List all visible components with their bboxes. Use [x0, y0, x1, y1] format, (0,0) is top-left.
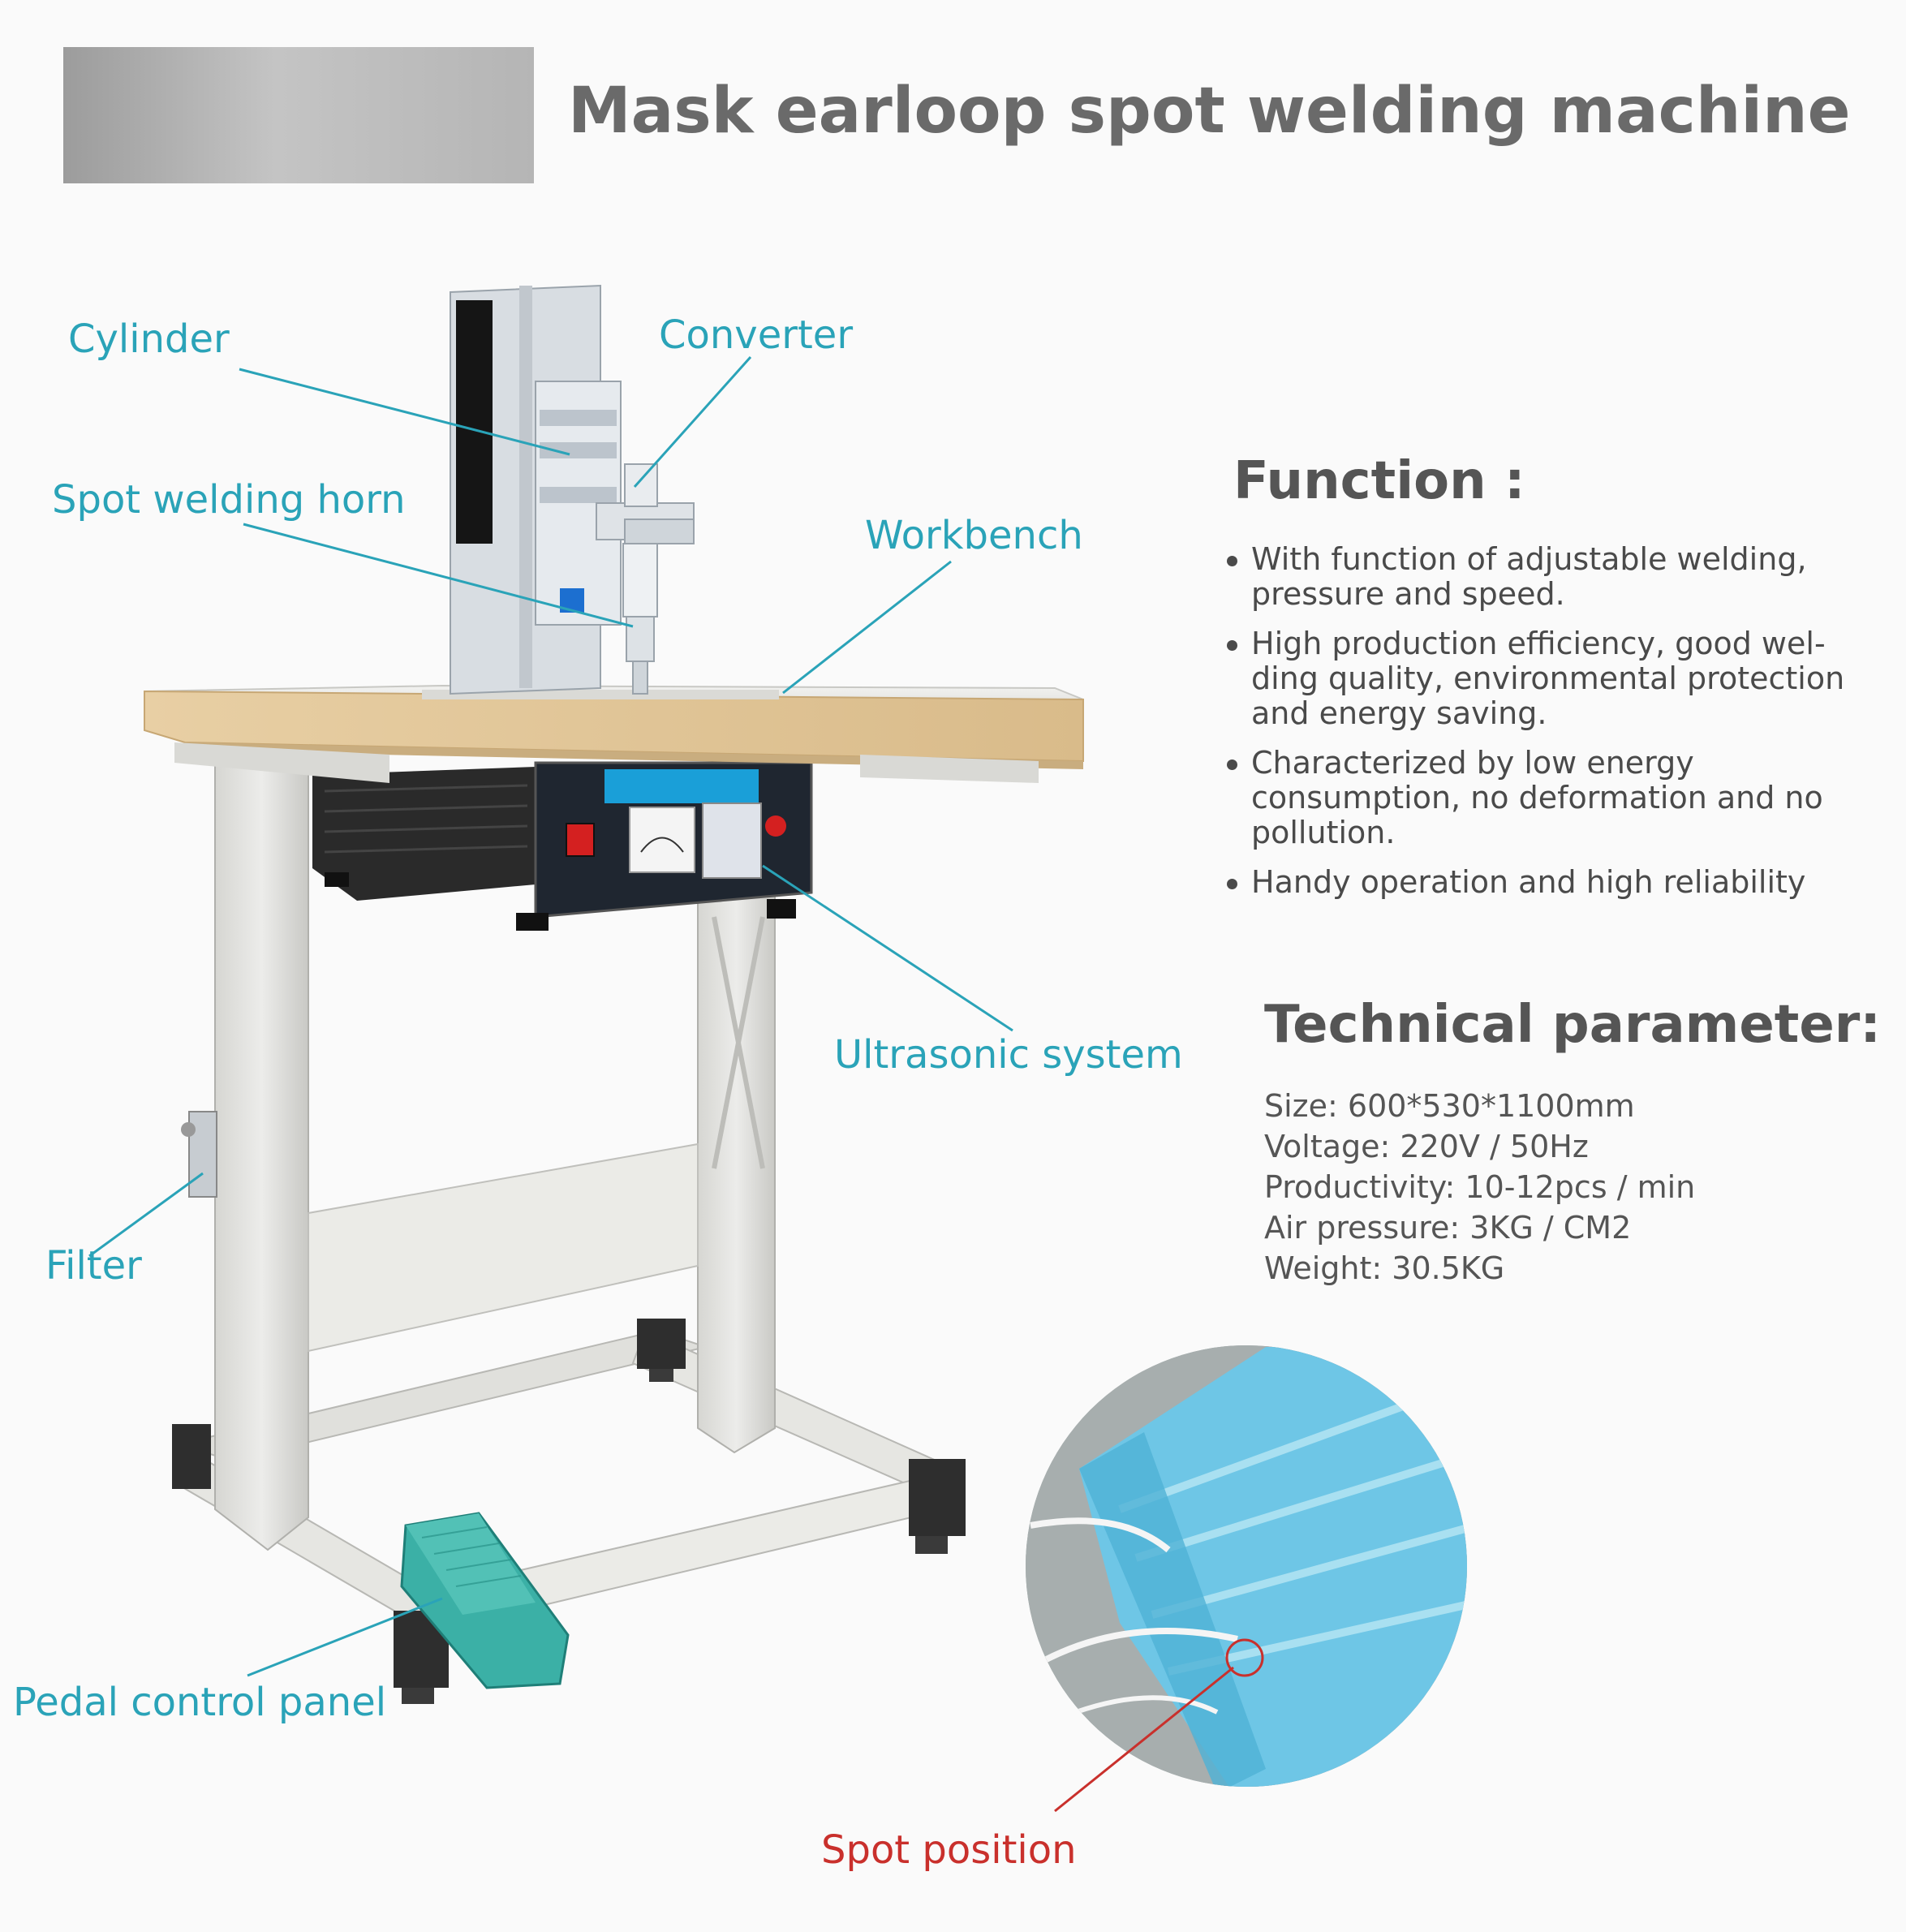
callout-workbench: Workbench: [865, 513, 1083, 558]
technical-params: Size: 600*530*1100mm Voltage: 220V / 50H…: [1264, 1086, 1695, 1289]
param-productivity: Productivity: 10-12pcs / min: [1264, 1169, 1696, 1205]
param-weight: Weight: 30.5KG: [1264, 1250, 1505, 1286]
callout-cylinder: Cylinder: [68, 316, 230, 362]
callout-spot-welding-horn: Spot welding horn: [52, 477, 406, 523]
callout-converter: Converter: [659, 312, 854, 358]
mask-closeup: [1026, 1345, 1467, 1787]
foot-pedal: [400, 1512, 570, 1689]
function-item: Handy operation and high reliability: [1225, 865, 1874, 900]
param-air-pressure: Air pressure: 3KG / CM2: [1264, 1210, 1632, 1246]
page-title: Mask earloop spot welding machine: [568, 75, 1851, 148]
welding-head-column: [450, 284, 695, 695]
ultrasonic-control-box: [312, 761, 813, 931]
callout-ultrasonic-system: Ultrasonic system: [834, 1032, 1183, 1078]
function-item: Characterized by low energy consumption,…: [1225, 746, 1874, 850]
callout-filter: Filter: [45, 1243, 142, 1289]
table-legs: [214, 762, 776, 1551]
callout-leader-lines: [88, 356, 1234, 1813]
function-list: With function of adjustable welding, pre…: [1225, 542, 1874, 914]
callout-spot-position: Spot position: [821, 1827, 1077, 1873]
callout-pedal-control-panel: Pedal control panel: [13, 1680, 387, 1725]
air-filter: [181, 1111, 217, 1198]
technical-heading: Technical parameter:: [1264, 995, 1881, 1055]
param-size: Size: 600*530*1100mm: [1264, 1088, 1635, 1124]
param-voltage: Voltage: 220V / 50Hz: [1264, 1129, 1589, 1164]
brand-logo-placeholder: [63, 47, 534, 183]
function-item: High production efficiency, good wel-din…: [1225, 626, 1874, 731]
function-heading: Function :: [1233, 451, 1525, 511]
function-item: With function of adjustable welding, pre…: [1225, 542, 1874, 612]
